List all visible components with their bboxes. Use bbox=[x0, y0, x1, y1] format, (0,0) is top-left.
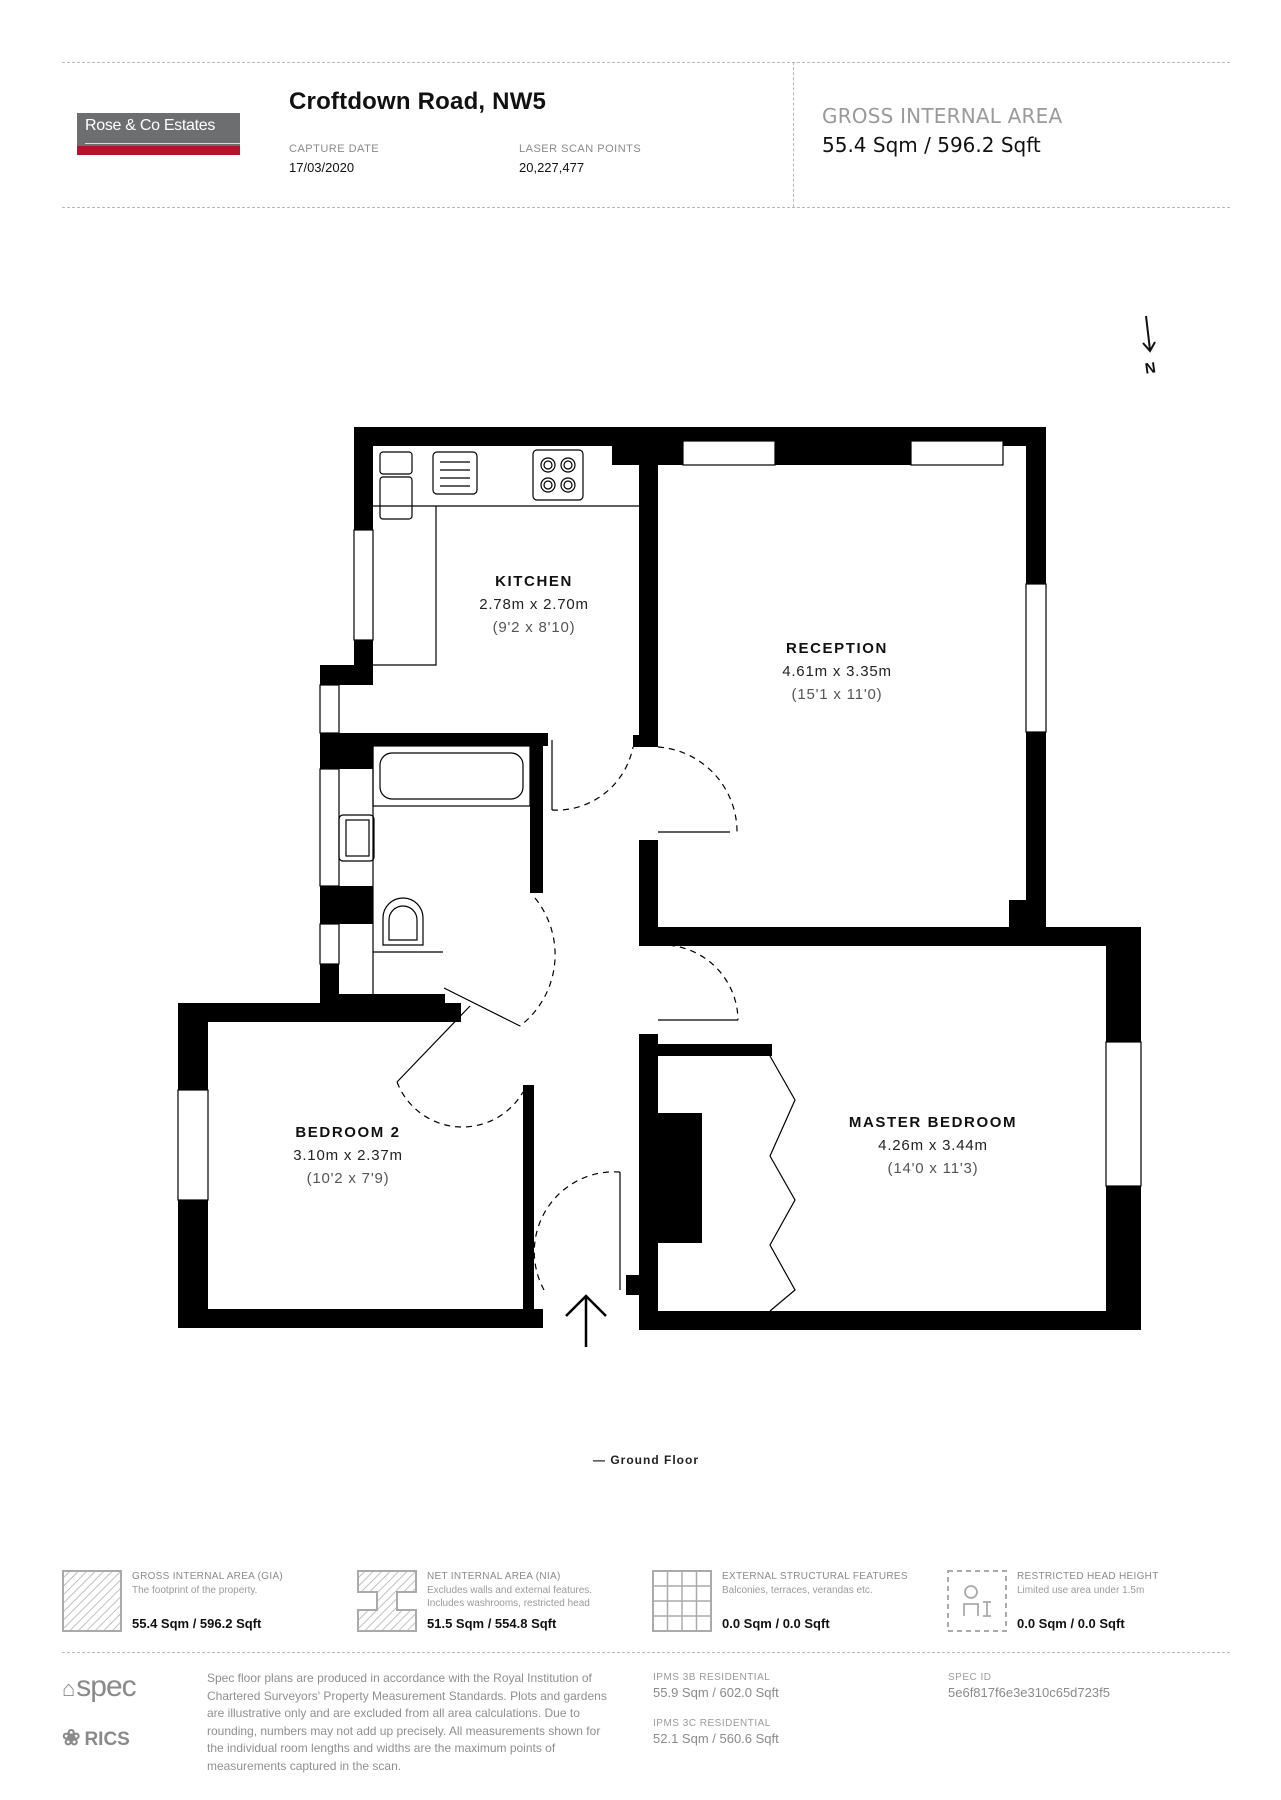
gia-value: 55.4 Sqm / 596.2 Sqft bbox=[822, 133, 1041, 157]
grid-icon bbox=[652, 1570, 712, 1632]
north-compass: N bbox=[1130, 312, 1170, 392]
gia-label: GROSS INTERNAL AREA bbox=[822, 104, 1063, 128]
agency-logo-text: Rose & Co Estates bbox=[85, 117, 216, 134]
header-top-divider bbox=[62, 62, 1230, 63]
ipms-3c: IPMS 3C RESIDENTIAL 52.1 Sqm / 560.6 Sqf… bbox=[653, 1718, 779, 1746]
entrance-arrow-icon bbox=[565, 1294, 607, 1347]
spec-id: SPEC ID 5e6f817f6e3e310c65d723f5 bbox=[948, 1672, 1110, 1700]
legend-nia: NET INTERNAL AREA (NIA) Excludes walls a… bbox=[357, 1570, 647, 1634]
header-vertical-divider bbox=[793, 62, 794, 207]
footer-disclaimer: Spec floor plans are produced in accorda… bbox=[207, 1671, 607, 1773]
room-kitchen: KITCHEN 2.78m x 2.70m (9'2 x 8'10) bbox=[479, 573, 589, 636]
property-title: Croftdown Road, NW5 bbox=[289, 88, 547, 115]
hatched-square-icon bbox=[62, 1570, 122, 1632]
legend-divider bbox=[62, 1652, 1230, 1653]
legend-gia: GROSS INTERNAL AREA (GIA) The footprint … bbox=[62, 1570, 352, 1634]
laser-points-value: 20,227,477 bbox=[519, 160, 585, 175]
ipms-3b: IPMS 3B RESIDENTIAL 55.9 Sqm / 602.0 Sqf… bbox=[653, 1672, 779, 1700]
person-height-icon bbox=[947, 1570, 1007, 1632]
room-bedroom-2: BEDROOM 2 3.10m x 2.37m (10'2 x 7'9) bbox=[293, 1124, 403, 1187]
header-bottom-divider bbox=[62, 207, 1230, 208]
room-master-bedroom: MASTER BEDROOM 4.26m x 3.44m (14'0 x 11'… bbox=[848, 1114, 1018, 1177]
room-reception: RECEPTION 4.61m x 3.35m (15'1 x 11'0) bbox=[782, 640, 892, 703]
hatched-plan-icon bbox=[357, 1570, 417, 1632]
rics-lion-icon: ❀ bbox=[62, 1725, 81, 1750]
agency-logo: Rose & Co Estates bbox=[77, 113, 240, 155]
legend-external: EXTERNAL STRUCTURAL FEATURES Balconies, … bbox=[652, 1570, 942, 1634]
spec-logo: ⌂spec bbox=[62, 1670, 137, 1703]
laser-points-label: LASER SCAN POINTS bbox=[519, 143, 642, 155]
spec-house-icon: ⌂ bbox=[62, 1676, 75, 1701]
floor-label: — Ground Floor bbox=[593, 1453, 699, 1467]
capture-date-value: 17/03/2020 bbox=[289, 160, 355, 175]
rics-logo: ❀RICS bbox=[62, 1725, 130, 1750]
capture-date-label: CAPTURE DATE bbox=[289, 143, 380, 155]
legend-restricted-height: RESTRICTED HEAD HEIGHT Limited use area … bbox=[947, 1570, 1237, 1634]
north-arrow-icon bbox=[1142, 315, 1156, 353]
